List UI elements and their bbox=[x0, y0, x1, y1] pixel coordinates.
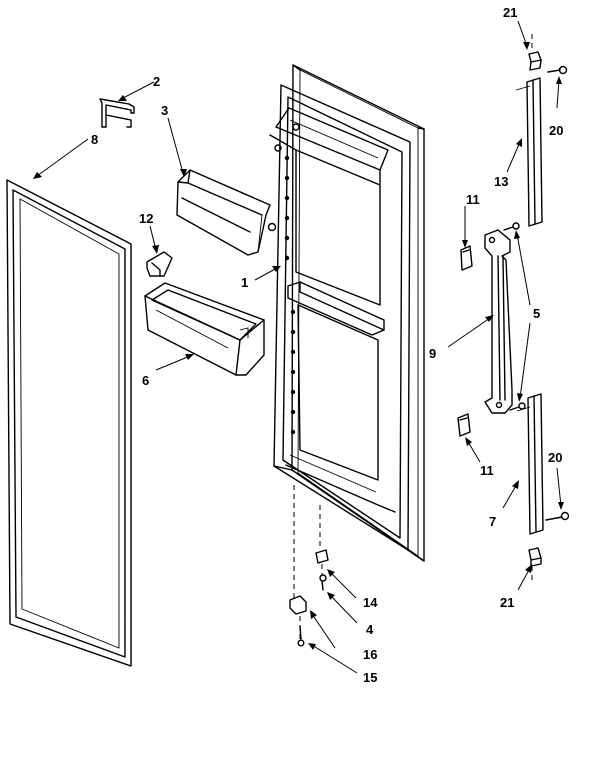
door-stop bbox=[289, 595, 307, 615]
callout-20-top: 20 bbox=[549, 123, 563, 138]
callout-4: 4 bbox=[366, 622, 374, 637]
callout-12: 12 bbox=[139, 211, 153, 226]
clip-part bbox=[99, 98, 135, 128]
door-gasket bbox=[6, 179, 132, 667]
callout-3: 3 bbox=[161, 103, 168, 118]
door-handle bbox=[484, 229, 513, 414]
callout-7: 7 bbox=[489, 514, 496, 529]
alignment-lines bbox=[293, 34, 533, 640]
callout-15: 15 bbox=[363, 670, 377, 685]
callout-14: 14 bbox=[363, 595, 378, 610]
bushing-screw bbox=[319, 574, 327, 591]
callout-6: 6 bbox=[142, 373, 149, 388]
callout-16: 16 bbox=[363, 647, 377, 662]
callout-8: 8 bbox=[91, 132, 98, 147]
door-bin bbox=[144, 282, 265, 376]
lower-handle-clip bbox=[457, 413, 471, 437]
stop-screw bbox=[297, 625, 305, 647]
leader-lines bbox=[33, 20, 564, 674]
lower-trim bbox=[516, 393, 544, 535]
upper-door-shelf bbox=[176, 169, 277, 256]
callout-labels: 21 2 8 3 20 13 11 12 1 5 9 6 11 20 7 14 … bbox=[91, 5, 563, 685]
hinge-bushing bbox=[315, 549, 329, 564]
refrigerator-door bbox=[269, 64, 425, 562]
lower-screw bbox=[545, 511, 570, 521]
upper-end-cap bbox=[528, 51, 542, 71]
callout-2: 2 bbox=[153, 74, 160, 89]
handle-screws bbox=[503, 222, 526, 411]
lower-end-cap bbox=[528, 547, 542, 567]
callout-11-bottom: 11 bbox=[480, 463, 494, 478]
upper-trim bbox=[515, 77, 543, 227]
shelf-retainer bbox=[146, 251, 173, 277]
callout-21-bottom: 21 bbox=[500, 595, 514, 610]
door-screw-holes bbox=[284, 155, 296, 435]
upper-handle-clip bbox=[460, 245, 473, 271]
callout-20-bottom: 20 bbox=[548, 450, 562, 465]
callout-11-top: 11 bbox=[466, 192, 480, 207]
callout-5: 5 bbox=[533, 306, 540, 321]
callout-9: 9 bbox=[429, 346, 436, 361]
callout-21-top: 21 bbox=[503, 5, 517, 20]
callout-13: 13 bbox=[494, 174, 508, 189]
callout-1: 1 bbox=[241, 275, 248, 290]
upper-screw bbox=[547, 65, 568, 75]
